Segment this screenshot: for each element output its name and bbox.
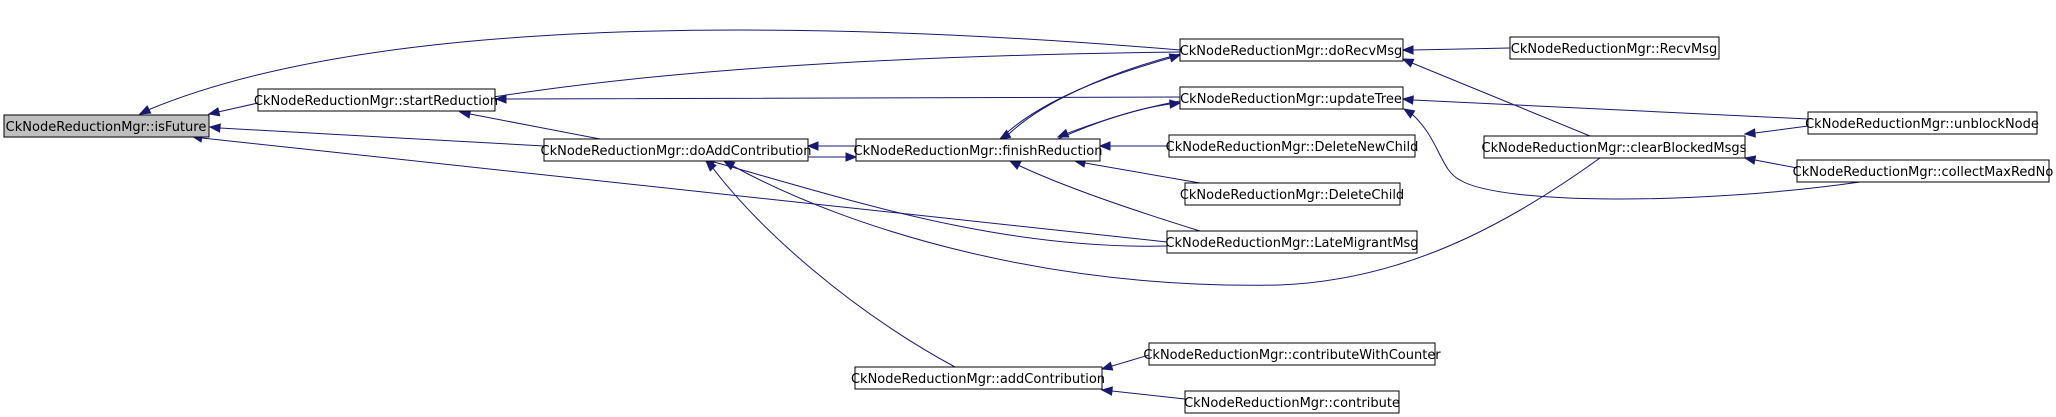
node-label: CkNodeReductionMgr::updateTree bbox=[1180, 92, 1402, 107]
node-startReduction[interactable]: CkNodeReductionMgr::startReduction bbox=[254, 88, 498, 112]
node-isFuture[interactable]: CkNodeReductionMgr::isFuture bbox=[3, 114, 210, 138]
edge-line bbox=[209, 126, 545, 147]
node-DeleteNewChild[interactable]: CkNodeReductionMgr::DeleteNewChild bbox=[1166, 134, 1419, 158]
node-label: CkNodeReductionMgr::LateMigrantMsg bbox=[1165, 236, 1418, 251]
edge-layer bbox=[138, 29, 1861, 400]
node-doRecvMsg[interactable]: CkNodeReductionMgr::doRecvMsg bbox=[1179, 38, 1404, 62]
node-label: CkNodeReductionMgr::clearBlockedMsgs bbox=[1482, 141, 1747, 156]
node-RecvMsg[interactable]: CkNodeReductionMgr::RecvMsg bbox=[1509, 36, 1720, 60]
edge-RecvMsg-to-doRecvMsg bbox=[1401, 45, 1511, 55]
edge-updateTree-to-startReduction bbox=[494, 94, 1181, 104]
edge-line bbox=[1402, 58, 1591, 137]
edge-contributeWithCounter-to-addContribution bbox=[1100, 354, 1150, 371]
edge-doRecvMsg-to-startReduction bbox=[483, 51, 1181, 102]
node-addContribution[interactable]: CkNodeReductionMgr::addContribution bbox=[851, 366, 1105, 390]
edge-line bbox=[1009, 160, 1201, 232]
edge-line bbox=[1403, 47, 1511, 51]
arrowhead bbox=[1100, 361, 1114, 371]
node-unblockNode[interactable]: CkNodeReductionMgr::unblockNode bbox=[1805, 111, 2039, 135]
edge-line bbox=[1057, 102, 1181, 140]
edge-line bbox=[459, 111, 601, 140]
edge-finishReduction-to-doAddContribution bbox=[806, 141, 856, 151]
node-label: CkNodeReductionMgr::collectMaxRedNo bbox=[1793, 165, 2054, 180]
edge-LateMigrantMsg-to-doAddContribution bbox=[702, 157, 1168, 247]
node-doAddContribution[interactable]: CkNodeReductionMgr::doAddContribution bbox=[541, 138, 812, 162]
edge-line bbox=[703, 159, 1168, 247]
edge-startReduction-to-isFuture bbox=[207, 102, 259, 117]
node-label: CkNodeReductionMgr::startReduction bbox=[254, 94, 498, 109]
edge-unblockNode-to-updateTree bbox=[1401, 95, 1809, 120]
edge-doRecvMsg-to-isFuture bbox=[138, 29, 1181, 115]
edge-line bbox=[1074, 160, 1201, 184]
node-updateTree[interactable]: CkNodeReductionMgr::updateTree bbox=[1179, 86, 1404, 110]
node-label: CkNodeReductionMgr::doRecvMsg bbox=[1180, 44, 1403, 59]
arrowhead bbox=[1743, 155, 1757, 165]
arrowhead bbox=[845, 152, 858, 162]
node-contribute[interactable]: CkNodeReductionMgr::contribute bbox=[1184, 390, 1400, 414]
arrowhead bbox=[806, 141, 819, 151]
edge-line bbox=[999, 53, 1181, 140]
node-label: CkNodeReductionMgr::contributeWithCounte… bbox=[1143, 348, 1441, 363]
arrowhead bbox=[1098, 141, 1111, 151]
arrowhead bbox=[1401, 58, 1415, 68]
edge-LateMigrantMsg-to-finishReduction bbox=[1008, 160, 1201, 232]
arrowhead bbox=[1008, 160, 1022, 170]
node-LateMigrantMsg[interactable]: CkNodeReductionMgr::LateMigrantMsg bbox=[1165, 230, 1419, 254]
node-label: CkNodeReductionMgr::doAddContribution bbox=[541, 144, 812, 159]
arrowhead bbox=[1743, 128, 1756, 138]
edge-doAddContribution-to-finishReduction bbox=[808, 152, 858, 162]
edge-line bbox=[723, 157, 1601, 286]
edge-doAddContribution-to-isFuture bbox=[208, 123, 545, 147]
edge-contribute-to-addContribution bbox=[1100, 386, 1186, 400]
arrowhead bbox=[1056, 128, 1070, 138]
edge-line bbox=[705, 160, 956, 368]
edge-DeleteChild-to-finishReduction bbox=[1073, 158, 1201, 184]
edge-doAddContribution-to-startReduction bbox=[458, 109, 601, 140]
arrowhead bbox=[705, 160, 717, 172]
node-label: CkNodeReductionMgr::RecvMsg bbox=[1511, 42, 1717, 57]
edge-collectMaxRedNo-to-clearBlockedMsgs bbox=[1743, 155, 1798, 169]
node-DeleteChild[interactable]: CkNodeReductionMgr::DeleteChild bbox=[1180, 182, 1404, 206]
arrowhead bbox=[1401, 95, 1414, 105]
edge-doRecvMsg-to-finishReduction bbox=[998, 53, 1181, 140]
edge-line bbox=[999, 54, 1181, 140]
arrowhead bbox=[208, 123, 221, 133]
edge-line bbox=[1101, 389, 1186, 400]
edge-line bbox=[496, 96, 1181, 100]
edge-unblockNode-to-clearBlockedMsgs bbox=[1743, 125, 1809, 138]
node-label: CkNodeReductionMgr::finishReduction bbox=[854, 144, 1103, 159]
node-finishReduction[interactable]: CkNodeReductionMgr::finishReduction bbox=[854, 138, 1103, 162]
arrowhead bbox=[138, 105, 152, 115]
arrowhead bbox=[1169, 99, 1182, 109]
edge-line bbox=[139, 29, 1181, 115]
node-collectMaxRedNo[interactable]: CkNodeReductionMgr::collectMaxRedNo bbox=[1793, 159, 2054, 183]
arrowhead bbox=[1168, 53, 1182, 63]
node-layer: CkNodeReductionMgr::isFuture CkNodeReduc… bbox=[3, 36, 2054, 414]
arrowhead bbox=[722, 160, 736, 171]
node-label: CkNodeReductionMgr::DeleteNewChild bbox=[1166, 140, 1419, 155]
edge-addContribution-to-doAddContribution bbox=[705, 160, 956, 368]
node-clearBlockedMsgs[interactable]: CkNodeReductionMgr::clearBlockedMsgs bbox=[1482, 135, 1747, 159]
node-label: CkNodeReductionMgr::DeleteChild bbox=[1180, 188, 1404, 203]
node-label: CkNodeReductionMgr::isFuture bbox=[6, 120, 207, 135]
arrowhead bbox=[1100, 386, 1113, 396]
edge-collectMaxRedNo-to-updateTree bbox=[1402, 108, 1861, 200]
arrowhead bbox=[494, 94, 507, 104]
edge-finishReduction-to-updateTree bbox=[1057, 99, 1182, 140]
node-label: CkNodeReductionMgr::addContribution bbox=[851, 372, 1105, 387]
edge-clearBlockedMsgs-to-doAddContribution bbox=[722, 157, 1601, 286]
edge-clearBlockedMsgs-to-doRecvMsg bbox=[1401, 58, 1591, 137]
node-label: CkNodeReductionMgr::contribute bbox=[1184, 396, 1400, 411]
node-label: CkNodeReductionMgr::unblockNode bbox=[1805, 117, 2039, 132]
edge-finishReduction-to-doRecvMsg bbox=[999, 53, 1182, 140]
edge-line bbox=[1403, 108, 1861, 200]
edge-line bbox=[484, 51, 1181, 99]
arrowhead bbox=[207, 107, 221, 117]
arrowhead bbox=[1401, 45, 1414, 55]
edge-line bbox=[1402, 98, 1809, 120]
arrowhead bbox=[1402, 108, 1416, 119]
node-contributeWithCounter[interactable]: CkNodeReductionMgr::contributeWithCounte… bbox=[1143, 342, 1441, 366]
edge-DeleteNewChild-to-finishReduction bbox=[1098, 141, 1169, 151]
